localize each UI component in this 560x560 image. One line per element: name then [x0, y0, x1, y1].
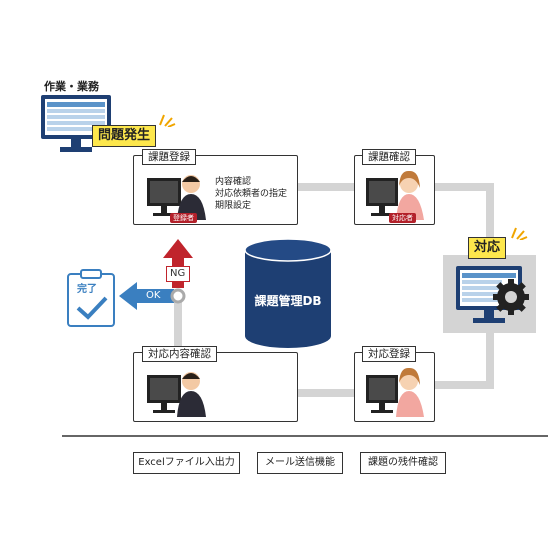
- ok-arrow: [119, 282, 174, 310]
- feature-excel-io: Excelファイル入出力: [133, 452, 240, 474]
- feature-remaining: 課題の残件確認: [360, 452, 446, 474]
- database-icon: [244, 238, 332, 348]
- register-line-1: 内容確認: [215, 177, 252, 187]
- responder-person-icon: [366, 367, 424, 417]
- respond-label: 対応: [468, 237, 507, 259]
- problem-label: 問題発生: [92, 125, 157, 147]
- registrant-badge: 登録者: [170, 213, 197, 223]
- feature-mail: メール送信機能: [257, 452, 343, 474]
- ng-label-box: [166, 266, 190, 282]
- step-register-title: 課題登録: [142, 149, 196, 165]
- database-label: 課題管理DB: [254, 294, 322, 308]
- alert-burst-icon: [159, 114, 176, 127]
- done-label: 完了: [77, 284, 97, 295]
- alert-burst-icon: [511, 227, 528, 240]
- register-line-2: 対応依頼者の指定: [215, 189, 288, 199]
- ok-label: OK: [146, 290, 161, 301]
- responder-badge: 対応者: [389, 213, 416, 223]
- step-confirm-title: 課題確認: [362, 149, 416, 165]
- top-left-caption: 作業・業務: [44, 80, 99, 93]
- step-respond-register-title: 対応登録: [362, 346, 416, 362]
- registrant-person-icon: [147, 372, 206, 417]
- register-line-3: 期限設定: [215, 201, 252, 211]
- step-content-confirm-title: 対応内容確認: [142, 346, 217, 362]
- settings-monitor-icon: [456, 266, 529, 323]
- ng-label: NG: [170, 268, 186, 279]
- responder-person-icon: [366, 170, 424, 220]
- done-clipboard-icon: [67, 269, 115, 327]
